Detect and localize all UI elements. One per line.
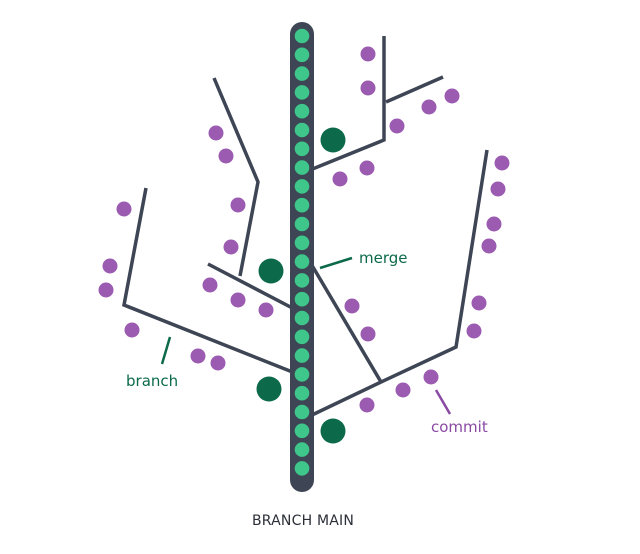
- trunk-commit: [294, 404, 310, 420]
- branch-commit: [395, 382, 411, 398]
- branch-commit: [218, 148, 234, 164]
- branch-line: [212, 77, 260, 277]
- merge-node: [320, 418, 346, 444]
- trunk-commit: [294, 367, 310, 382]
- diagram-caption: BRANCH MAIN: [252, 513, 354, 529]
- branch-line: [309, 36, 386, 172]
- branch-commit: [230, 292, 246, 308]
- commit-label: commit: [431, 418, 488, 436]
- trunk-commit: [294, 216, 310, 232]
- branch-line: [308, 261, 383, 383]
- branch-commit: [344, 298, 360, 314]
- branch-commit: [444, 88, 460, 104]
- branch-leader-line: [160, 336, 172, 365]
- main-branch-commits: [294, 28, 310, 476]
- merge-node: [256, 376, 282, 402]
- branch-commit: [202, 277, 218, 293]
- merge-node: [258, 258, 284, 284]
- branch-commit: [359, 397, 375, 413]
- merge-leader-line: [319, 256, 353, 270]
- branch-commit: [360, 46, 376, 62]
- branch-commit: [423, 369, 439, 385]
- trunk-commit: [294, 385, 310, 401]
- branch-commits: [98, 46, 510, 413]
- branch-commit: [360, 80, 376, 96]
- branch-commit: [116, 201, 132, 217]
- trunk-commit: [294, 423, 310, 439]
- branch-line: [122, 187, 301, 377]
- branch-commit: [230, 197, 246, 213]
- branch-commit: [210, 355, 226, 371]
- merge-label: merge: [359, 249, 408, 267]
- trunk-commit: [294, 47, 310, 63]
- branch-commit: [471, 295, 487, 311]
- branch-lines: [122, 36, 489, 417]
- branch-commit: [190, 348, 206, 364]
- branch-line: [311, 149, 489, 417]
- branch-commit: [102, 258, 118, 274]
- branch-label: branch: [126, 372, 178, 390]
- trunk-commit: [294, 103, 310, 119]
- branch-commit: [98, 282, 114, 298]
- branch-commit: [481, 238, 497, 254]
- branch-commit: [494, 155, 510, 171]
- trunk-commit: [294, 461, 310, 476]
- branch-commit: [223, 239, 239, 255]
- trunk-commit: [294, 160, 310, 175]
- branch-line: [385, 75, 444, 104]
- merge-node: [320, 127, 346, 153]
- trunk-commit: [294, 329, 310, 345]
- branch-commit: [208, 125, 224, 141]
- branch-commit: [486, 216, 502, 232]
- trunk-commit: [294, 85, 310, 100]
- trunk-commit: [294, 141, 310, 157]
- branch-commit: [258, 302, 274, 318]
- trunk-commit: [294, 197, 310, 213]
- branch-commit: [490, 181, 506, 197]
- branch-commit: [360, 326, 376, 342]
- trunk-commit: [294, 28, 310, 44]
- trunk-commit: [294, 291, 310, 307]
- trunk-commit: [294, 273, 310, 288]
- trunk-commit: [294, 122, 310, 138]
- branch-commit: [421, 99, 437, 115]
- trunk-commit: [294, 66, 310, 81]
- commit-leader-line: [434, 389, 452, 415]
- branch-commit: [332, 171, 348, 187]
- trunk-commit: [294, 235, 310, 251]
- branch-line: [207, 262, 301, 314]
- merge-nodes: [256, 127, 346, 444]
- trunk-commit: [294, 442, 310, 457]
- branch-commit: [466, 323, 482, 339]
- branch-commit: [124, 322, 140, 338]
- trunk-commit: [294, 310, 310, 326]
- branch-commit: [359, 160, 375, 176]
- trunk-commit: [294, 254, 310, 269]
- trunk-commit: [294, 348, 310, 363]
- trunk-commit: [294, 179, 310, 194]
- branch-commit: [389, 118, 405, 134]
